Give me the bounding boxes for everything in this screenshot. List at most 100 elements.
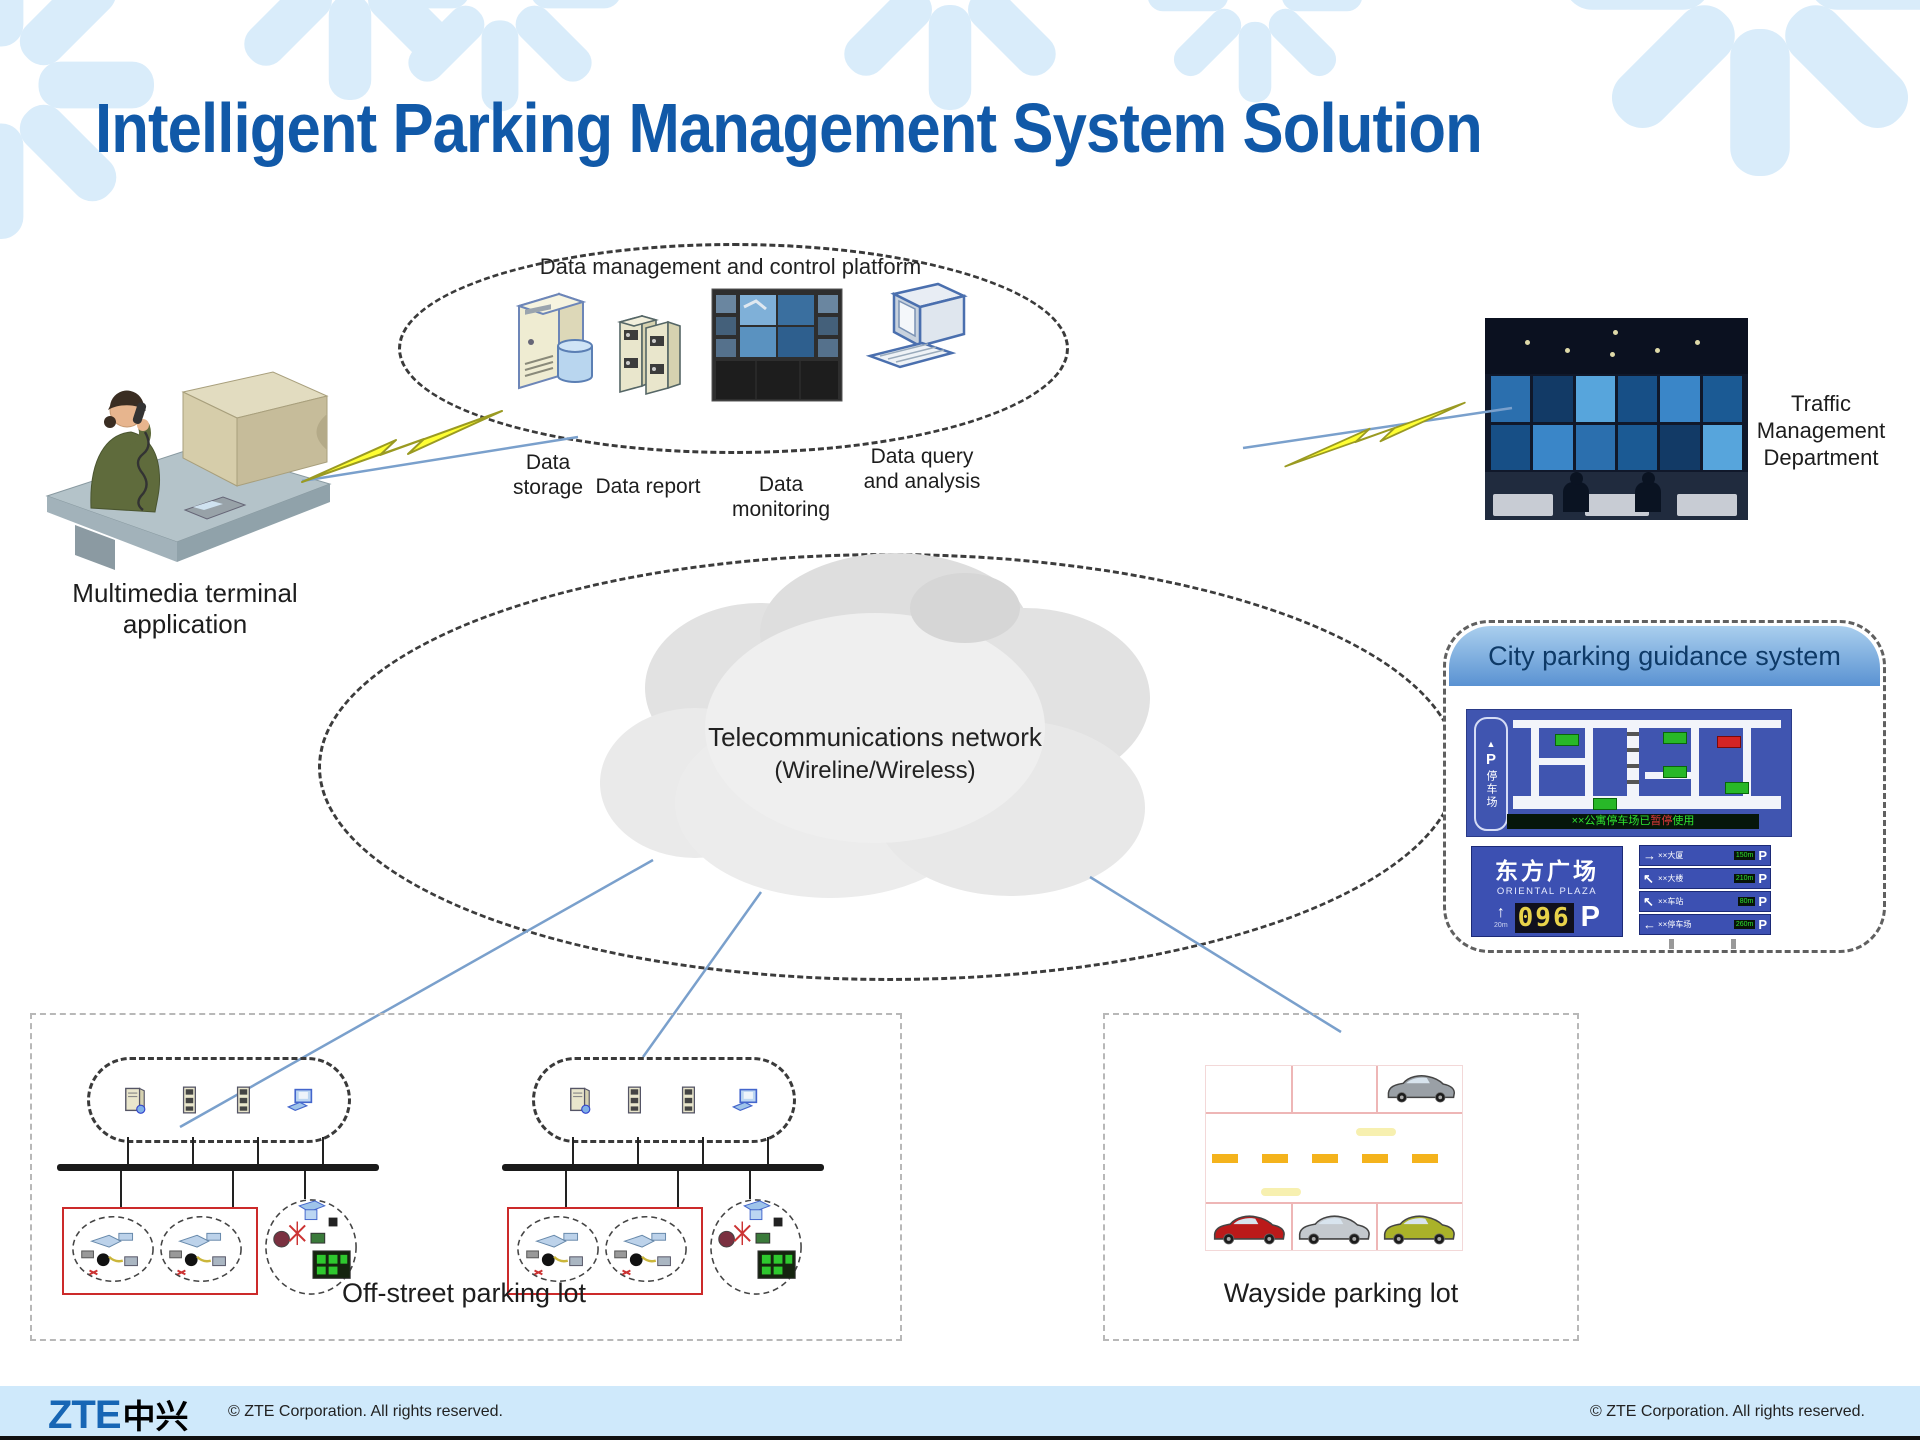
led-message-strip: ××公寓停车场已 暂停 使用 xyxy=(1507,814,1759,829)
desk xyxy=(1493,494,1553,516)
parked-car-icon xyxy=(1295,1210,1373,1246)
oriental-plaza-sign: 东方广场 ORIENTAL PLAZA ↑ 20m 096 P xyxy=(1471,846,1623,937)
cloud-label: Telecommunications network (Wireline/Wir… xyxy=(660,722,1090,785)
destination-label: ××车站 xyxy=(1658,897,1684,906)
gate-cluster-icon xyxy=(515,1212,601,1286)
copyright-right: © ZTE Corporation. All rights reserved. xyxy=(1590,1403,1865,1420)
direction-row: → ××大厦 150m P xyxy=(1639,845,1771,866)
availability-led xyxy=(1725,782,1749,794)
stall-line xyxy=(1376,1202,1378,1250)
availability-led xyxy=(1663,732,1687,744)
map-road xyxy=(1513,720,1781,728)
drop-line xyxy=(192,1137,194,1164)
snowflake-icon xyxy=(1550,0,1920,190)
parked-car-icon xyxy=(1380,1210,1458,1246)
wayside-lot-box: Wayside parking lot xyxy=(1103,1013,1579,1341)
p-symbol: P xyxy=(1758,917,1767,932)
drop-line xyxy=(677,1171,679,1209)
map-street-name-band xyxy=(1627,720,1639,796)
direction-row: ↖ ××大楼 210m P xyxy=(1639,868,1771,889)
p-symbol: P xyxy=(1758,871,1767,886)
screen xyxy=(1617,376,1658,422)
led-cluster-icon xyxy=(707,1195,805,1299)
distance-led: 80m xyxy=(1737,897,1756,906)
arrow-icon: ← xyxy=(1643,917,1656,932)
screen xyxy=(1702,376,1742,422)
ceiling-light xyxy=(1695,340,1700,345)
parked-car-icon xyxy=(1210,1210,1288,1246)
full-led xyxy=(1717,736,1741,748)
drop-line xyxy=(702,1137,704,1164)
arrow-icon: ↖ xyxy=(1643,893,1654,909)
mini-rack-icon xyxy=(179,1085,201,1115)
operator-silhouette xyxy=(1563,472,1589,512)
drop-line xyxy=(127,1137,129,1164)
drop-line xyxy=(304,1171,306,1199)
mini-computer-icon xyxy=(731,1087,761,1113)
map-road xyxy=(1531,758,1593,765)
lightning-bolt-icon xyxy=(1284,401,1466,468)
zte-logo-text: ZTE xyxy=(48,1393,122,1437)
space-count-led: 096 xyxy=(1514,902,1574,933)
screen xyxy=(1702,424,1742,470)
video-wall xyxy=(1491,376,1742,470)
mini-rack-icon xyxy=(233,1085,255,1115)
plaza-name-en: ORIENTAL PLAZA xyxy=(1496,886,1598,897)
drop-line xyxy=(322,1137,324,1164)
distance-label: 20m xyxy=(1494,921,1508,929)
screen xyxy=(1533,376,1573,422)
control-room-image xyxy=(1485,318,1748,520)
ceiling-light xyxy=(1565,348,1570,353)
city-guidance-header: City parking guidance system xyxy=(1449,626,1880,686)
desk xyxy=(1677,494,1737,516)
stall-line xyxy=(1206,1112,1462,1114)
road-marking xyxy=(1261,1188,1301,1196)
p-symbol: P xyxy=(1580,901,1600,933)
ceiling-light xyxy=(1655,348,1660,353)
slide-bottom-edge xyxy=(0,1436,1920,1440)
platform-item-label: Data storage xyxy=(512,451,584,499)
desk xyxy=(1585,494,1649,516)
rack-servers-icon xyxy=(617,314,681,396)
parking-map-sign: ▲ P 停车场 ××公寓停车场已 暂停 使用 xyxy=(1466,709,1792,837)
direction-arrow: ↑ 20m xyxy=(1494,904,1508,931)
lan-device-group xyxy=(87,1057,351,1143)
mini-server-icon xyxy=(567,1085,593,1115)
availability-led xyxy=(1593,798,1617,810)
availability-led xyxy=(1555,734,1579,746)
platform-item-label: Data report xyxy=(595,475,701,498)
parking-p-pill: ▲ P 停车场 xyxy=(1474,717,1508,831)
platform-item-label: Data query and analysis xyxy=(863,445,981,493)
stall-line xyxy=(1376,1066,1378,1112)
mini-server-icon xyxy=(122,1085,148,1115)
led-text-red: 暂停 xyxy=(1650,815,1673,827)
drop-line xyxy=(767,1137,769,1164)
led-text-green: ××公寓停车场已 xyxy=(1571,815,1651,827)
entrance-group-box xyxy=(62,1207,258,1295)
sign-leg xyxy=(1731,939,1736,949)
traffic-department-label: Traffic Management Department xyxy=(1756,391,1886,470)
gate-cluster-icon xyxy=(603,1212,689,1286)
distance-led: 260m xyxy=(1733,920,1756,929)
video-wall-icon xyxy=(711,288,843,402)
gate-cluster-icon xyxy=(70,1212,156,1286)
up-arrow-icon: ▲ xyxy=(1486,738,1496,749)
bus-line xyxy=(57,1164,379,1171)
distance-led: 210m xyxy=(1733,874,1756,883)
led-text-green: 使用 xyxy=(1672,815,1695,827)
zte-logo-chinese: 中兴 xyxy=(122,1398,189,1435)
p-symbol: P xyxy=(1758,894,1767,909)
availability-led xyxy=(1663,766,1687,778)
p-symbol: P xyxy=(1485,750,1496,768)
destination-label: ××大厦 xyxy=(1658,851,1684,860)
screen xyxy=(1575,424,1615,470)
copyright-left: © ZTE Corporation. All rights reserved. xyxy=(228,1403,503,1420)
direction-sign-stack: → ××大厦 150m P ↖ ××大楼 210m P ↖ ××车站 80m P… xyxy=(1639,845,1771,949)
server-database-icon xyxy=(515,292,593,390)
screen xyxy=(1533,424,1573,470)
cloud-label-line1: Telecommunications network xyxy=(708,722,1042,752)
offstreet-lot-box: Off-street parking lot xyxy=(30,1013,902,1341)
multimedia-terminal-label: Multimedia terminal application xyxy=(72,578,298,639)
parked-car-icon xyxy=(1384,1070,1458,1104)
drop-line xyxy=(120,1171,122,1209)
